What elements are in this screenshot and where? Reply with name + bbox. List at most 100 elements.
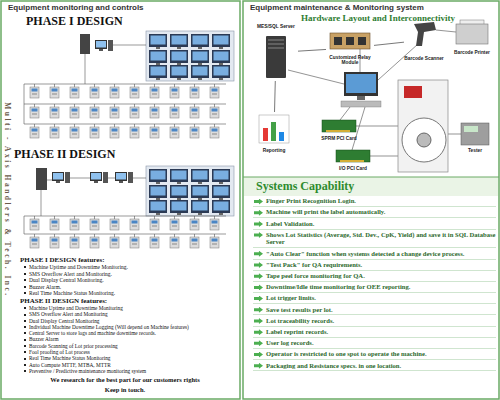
- chart-bar: [263, 128, 268, 141]
- feature-item: Dual Display Central Monitoring: [24, 318, 232, 324]
- hardware-node: Tester: [455, 120, 495, 154]
- machine-symbol: [50, 219, 59, 230]
- network-wires: [24, 178, 226, 237]
- capability-item: Tape peel force monitoring for QA.: [253, 271, 496, 282]
- chart-bar: [279, 132, 284, 141]
- monitor-symbol: [212, 185, 230, 200]
- machine-symbol: [130, 127, 139, 138]
- connector-line: [298, 49, 326, 51]
- capability-item: Lot traceability records.: [253, 315, 496, 326]
- machine-symbol: [30, 219, 39, 230]
- machine-symbol: [150, 237, 159, 248]
- phase-heading: PHASE I DESIGN: [26, 15, 226, 29]
- monitor-symbol: [212, 169, 230, 184]
- machine-symbol: [90, 127, 99, 138]
- monitor-symbol: [149, 185, 167, 200]
- report-chart: [259, 115, 289, 143]
- feature-item: Real Time Machine Status Monitoring: [24, 355, 232, 361]
- machine-symbol: [170, 219, 179, 230]
- panel-border: [1, 1, 240, 399]
- machine-symbol: [110, 127, 119, 138]
- machine-symbol: [110, 237, 119, 248]
- network-wires: [24, 45, 226, 127]
- monitor-symbol: [212, 50, 230, 65]
- text-list: Finger Print Recognition Login.Machine w…: [253, 196, 496, 371]
- pc-monitor: [344, 72, 378, 96]
- monitor-symbol: [212, 200, 230, 215]
- machine-symbol: [150, 127, 159, 138]
- monitor-symbol: [170, 169, 188, 184]
- monitor-symbol: [191, 65, 209, 80]
- hardware-node: Barcode Printer: [450, 18, 494, 56]
- feature-item: Buzzer Alarm.: [24, 284, 232, 291]
- capability-item: Lot trigger limits.: [253, 293, 496, 304]
- monitor-symbol: [170, 65, 188, 80]
- footer-note: Keep in touch.: [14, 386, 236, 393]
- capability-item: Finger Print Recognition Login.: [253, 196, 496, 207]
- machine-symbol: [70, 87, 79, 98]
- feature-item: Machine Uptime and Downtime Monitoring.: [24, 264, 232, 271]
- pc-screen: [346, 74, 376, 93]
- hardware-node: Barcode Scanner: [404, 18, 444, 62]
- machine-symbol: [190, 219, 199, 230]
- monitor-symbol: [191, 34, 209, 49]
- monitor-symbol: [170, 50, 188, 65]
- phase-heading: PHASE II DESIGN: [14, 148, 214, 162]
- company-name: Multi - Axis Handlers & Tech. Inc.: [2, 70, 11, 330]
- node-label: SPRM PCI Card: [321, 136, 356, 142]
- machine-symbol: [150, 219, 159, 230]
- monitor-symbol: [212, 34, 230, 49]
- hardware-node: MES/SQL Server: [254, 24, 298, 81]
- machine-symbol: [30, 107, 39, 118]
- feature-item: Buzzer Alarm: [24, 336, 232, 342]
- capability-item: Downtime/Idle time monitoring for OEE re…: [253, 282, 496, 293]
- pc-keyboard: [341, 101, 381, 107]
- machine-symbol: [30, 87, 39, 98]
- hardware-node: Reporting: [254, 112, 294, 154]
- machine-symbol: [70, 107, 79, 118]
- tester-box: [461, 123, 489, 145]
- node-label: Reporting: [263, 148, 286, 154]
- machine-symbol: [90, 87, 99, 98]
- feature-item: Dual Display Central Monitoring.: [24, 277, 232, 284]
- node-label: Barcode Scanner: [404, 56, 443, 62]
- monitor-symbol: [149, 169, 167, 184]
- capability-item: User log records.: [253, 338, 496, 349]
- node-label: Barcode Printer: [454, 50, 490, 56]
- machine-symbol: [210, 219, 219, 230]
- machine-symbol: [190, 127, 199, 138]
- feature-item: Auto Compute MTTF, MTBA, MTTR: [24, 362, 232, 368]
- feature-item: SMS Overflow Alert and Monitoring: [24, 311, 232, 317]
- hardware-node: SPRM PCI Card: [316, 118, 362, 142]
- machine-symbol: [130, 219, 139, 230]
- card-pins: [340, 160, 364, 162]
- machine-symbol: [70, 219, 79, 230]
- monitor-symbol: [191, 185, 209, 200]
- monitor-wall: [146, 166, 234, 216]
- capability-item: Label reprint records.: [253, 327, 496, 338]
- feature-item: Central Server to store logs and machine…: [24, 330, 232, 336]
- section-subtitle: Hardware Layout and Interconnectivity: [262, 13, 494, 23]
- text-list: Machine Uptime and Downtime Monitoring.S…: [24, 264, 232, 297]
- monitor-symbol: [149, 50, 167, 65]
- node-label: I/O PCI Card: [339, 166, 367, 172]
- feature-item: Individual Machine Downtime Logging (Wil…: [24, 324, 232, 330]
- capability-item: Packaging and Resistance specs. in one l…: [253, 360, 496, 371]
- machine-symbol: [130, 237, 139, 248]
- feature-item: Preventive / Predictive maintenance moni…: [24, 368, 232, 374]
- tester-display: [464, 126, 478, 132]
- capability-item: Shows Lot Statistics (Average, Std. Dev.…: [253, 230, 496, 249]
- list-heading: PHASE II DESIGN features:: [20, 297, 230, 305]
- panel-heading: Equipment monitoring and controls: [8, 3, 238, 12]
- node-label: Customized Relay Module: [326, 55, 374, 66]
- feature-item: Machine Uptime and Downtime Monitoring: [24, 305, 232, 311]
- capability-item: "Auto Clear" function when systems detec…: [253, 248, 496, 259]
- feature-item: Fool proofing of Lot process: [24, 349, 232, 355]
- card-pins: [326, 130, 350, 132]
- machine-symbol: [170, 107, 179, 118]
- capability-item: Save test results per lot.: [253, 304, 496, 315]
- machine-symbol: [210, 87, 219, 98]
- feature-item: SMS Overflow Alert and Monitoring.: [24, 271, 232, 278]
- machine-symbol: [110, 87, 119, 98]
- connector-line: [274, 81, 276, 112]
